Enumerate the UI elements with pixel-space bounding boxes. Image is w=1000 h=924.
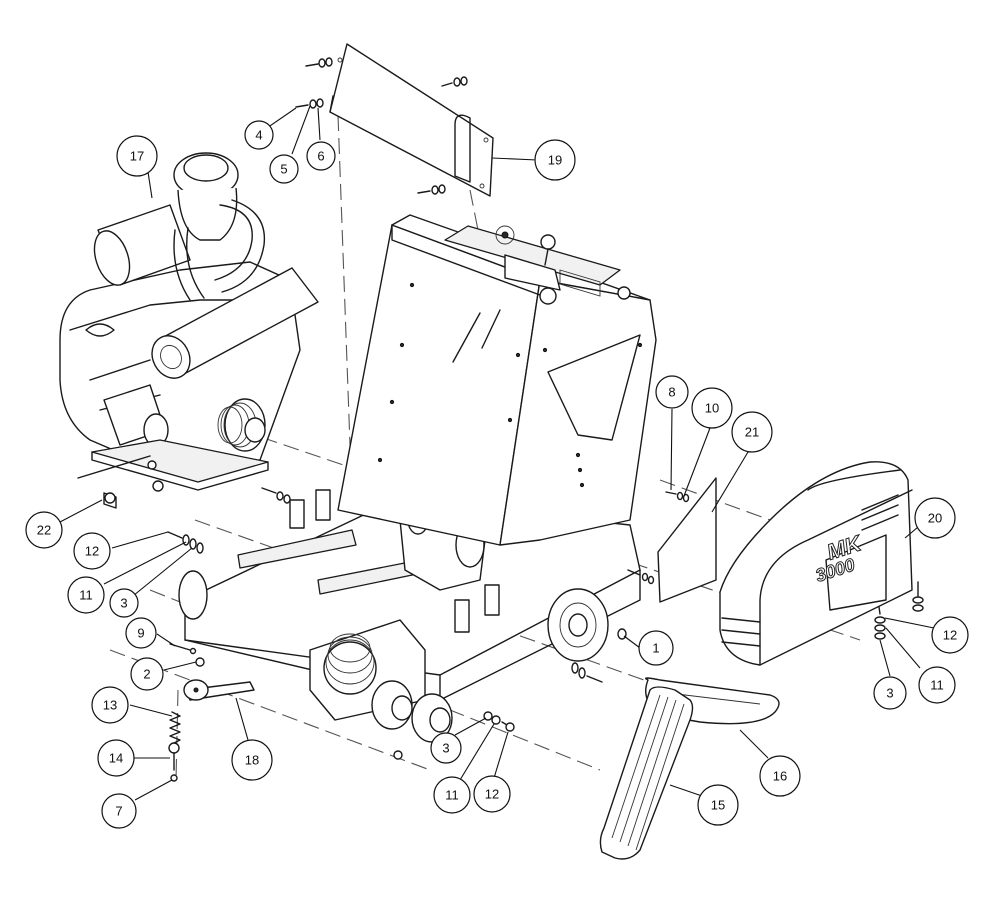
wheels bbox=[178, 570, 609, 760]
engine-assembly bbox=[59, 152, 319, 492]
bolt-plate-21 bbox=[665, 491, 690, 503]
hardware bbox=[167, 487, 924, 732]
callout-13: 13 bbox=[91, 686, 129, 724]
belt-guard-20: MK 3000 bbox=[719, 461, 913, 666]
callout-label: 18 bbox=[245, 753, 259, 768]
callout-label: 3 bbox=[442, 741, 449, 756]
callout-label: 20 bbox=[928, 511, 942, 526]
callout-20: 20 bbox=[914, 497, 956, 539]
callout-label: 12 bbox=[485, 787, 499, 802]
callout-9: 9 bbox=[125, 617, 157, 649]
callout-18: 18 bbox=[231, 739, 273, 781]
guard-vents-top bbox=[861, 494, 899, 531]
callout-label: 12 bbox=[943, 628, 957, 643]
front-wheel-1 bbox=[371, 680, 413, 730]
bolt-stack-left bbox=[167, 531, 204, 554]
frame-rivets bbox=[377, 282, 643, 488]
panel-fasteners bbox=[295, 57, 468, 195]
front-pulley-stack bbox=[323, 633, 377, 695]
bolt-lower-plate bbox=[627, 569, 655, 585]
callout-label: 10 bbox=[705, 401, 719, 416]
console-dial bbox=[495, 225, 515, 245]
callout-14: 14 bbox=[97, 739, 135, 777]
callout-label: 4 bbox=[255, 128, 262, 143]
front-wheel-2 bbox=[411, 693, 453, 743]
callout-12-left: 12 bbox=[73, 532, 111, 570]
callout-11-left: 11 bbox=[67, 576, 105, 614]
callout-4: 4 bbox=[244, 120, 274, 150]
bolt-right-wheel bbox=[571, 662, 603, 683]
saw-frame bbox=[184, 214, 657, 721]
callout-3-right: 3 bbox=[873, 676, 907, 710]
callout-label: 3 bbox=[120, 596, 127, 611]
callout-6: 6 bbox=[306, 141, 336, 171]
callout-1: 1 bbox=[638, 630, 674, 666]
callout-label: 21 bbox=[745, 425, 759, 440]
right-wheel bbox=[547, 588, 609, 662]
callout-16: 16 bbox=[759, 755, 801, 797]
callout-label: 22 bbox=[37, 523, 51, 538]
callout-2: 2 bbox=[130, 657, 164, 691]
callout-label: 2 bbox=[143, 667, 150, 682]
callout-10: 10 bbox=[691, 387, 733, 429]
callout-label: 13 bbox=[103, 698, 117, 713]
callout-label: 12 bbox=[85, 544, 99, 559]
callout-label: 5 bbox=[280, 162, 287, 177]
callout-label: 11 bbox=[79, 588, 93, 603]
bolt-lower bbox=[417, 184, 446, 195]
bolt-top-right bbox=[441, 76, 468, 87]
spring-13 bbox=[169, 711, 181, 745]
bolt-stack-right bbox=[874, 581, 924, 640]
rear-left-wheel bbox=[178, 570, 208, 620]
callout-12-right: 12 bbox=[931, 616, 969, 654]
eyebolt-14 bbox=[168, 742, 180, 771]
engine-mount-bolt bbox=[261, 487, 291, 504]
callout-11-bottom: 11 bbox=[433, 776, 471, 814]
callout-11-right: 11 bbox=[918, 666, 956, 704]
callout-21: 21 bbox=[731, 411, 773, 453]
nut-7 bbox=[170, 774, 178, 782]
callout-label: 11 bbox=[445, 788, 459, 803]
callout-17: 17 bbox=[116, 135, 158, 177]
callout-label: 6 bbox=[317, 149, 324, 164]
callout-8: 8 bbox=[655, 375, 689, 409]
guard-vents-bottom bbox=[721, 617, 761, 647]
callout-label: 15 bbox=[711, 798, 725, 813]
callout-label: 17 bbox=[130, 149, 144, 164]
engine-pulley bbox=[217, 398, 266, 452]
callout-3-left: 3 bbox=[109, 588, 139, 618]
callout-label: 19 bbox=[548, 153, 562, 168]
bolt-stack-bottom bbox=[483, 711, 515, 732]
top-cover-panel bbox=[329, 43, 494, 197]
callout-label: 7 bbox=[115, 804, 122, 819]
callout-label: 14 bbox=[109, 751, 123, 766]
callouts: 17 4 5 6 19 8 10 21 20 22 12 11 3 9 2 13… bbox=[25, 120, 969, 829]
callout-3-bottom: 3 bbox=[430, 732, 462, 764]
callout-label: 3 bbox=[886, 686, 893, 701]
bolt-callout-4-5-6 bbox=[295, 98, 324, 109]
callout-15: 15 bbox=[697, 784, 739, 826]
callout-label: 16 bbox=[773, 769, 787, 784]
callout-7: 7 bbox=[101, 793, 137, 829]
callout-22: 22 bbox=[25, 511, 63, 549]
callout-label: 11 bbox=[930, 678, 944, 693]
callout-label: 8 bbox=[668, 385, 675, 400]
guard-plate-21 bbox=[657, 477, 717, 603]
callout-12-bottom: 12 bbox=[473, 775, 511, 813]
drive-belt-15 bbox=[599, 686, 694, 860]
callout-label: 9 bbox=[137, 626, 144, 641]
callout-19: 19 bbox=[534, 139, 576, 181]
callout-5: 5 bbox=[269, 154, 299, 184]
idler-arm-18 bbox=[183, 679, 255, 701]
fitting-22 bbox=[103, 492, 117, 509]
bolt-top-left bbox=[305, 57, 333, 68]
callout-label: 1 bbox=[652, 641, 659, 656]
